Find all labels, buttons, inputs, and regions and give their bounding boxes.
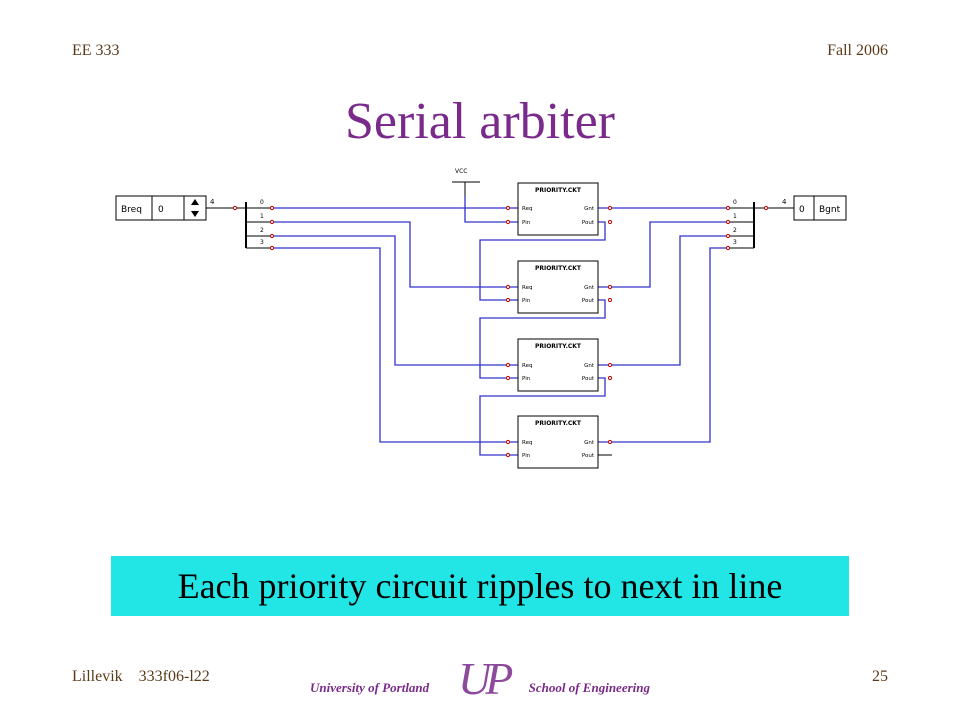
svg-text:PRIORITY.CKT: PRIORITY.CKT — [535, 343, 582, 350]
breq-input: Breq 0 — [115, 195, 207, 221]
svg-text:0: 0 — [260, 199, 264, 206]
svg-text:Pin: Pin — [522, 220, 531, 226]
arrow-down-icon — [191, 211, 199, 217]
svg-text:2: 2 — [733, 227, 737, 234]
page-number: 25 — [872, 668, 888, 685]
svg-text:Gnt: Gnt — [584, 206, 595, 212]
svg-text:1: 1 — [733, 213, 737, 220]
bgnt-label: Bgnt — [819, 205, 841, 215]
svg-text:3: 3 — [733, 239, 737, 246]
university-name: University of Portland — [310, 680, 430, 695]
priority-block-1: PRIORITY.CKT Req Pin Gnt Pout — [517, 182, 599, 236]
svg-text:PRIORITY.CKT: PRIORITY.CKT — [535, 420, 582, 427]
svg-text:PRIORITY.CKT: PRIORITY.CKT — [535, 265, 582, 272]
term: Fall 2006 — [827, 42, 888, 59]
arbiter-schematic: Breq 0 4 0 1 2 3 0 Bgnt 4 0 1 2 3 — [115, 168, 847, 469]
svg-text:Pout: Pout — [582, 453, 595, 459]
svg-text:Pin: Pin — [522, 376, 531, 382]
school-name: School of Engineering — [528, 680, 650, 695]
wiring — [270, 196, 730, 456]
pin-dots — [232, 205, 769, 458]
svg-text:PRIORITY.CKT: PRIORITY.CKT — [535, 187, 582, 194]
university-logo: University of Portland UP School of Engi… — [310, 650, 660, 710]
svg-text:Gnt: Gnt — [584, 285, 595, 291]
breq-bit-labels: 0 1 2 3 — [260, 199, 264, 246]
priority-block-4: PRIORITY.CKT Req Pin Gnt Pout — [517, 415, 599, 469]
svg-text:Pout: Pout — [582, 376, 595, 382]
svg-text:Pin: Pin — [522, 298, 531, 304]
priority-block-3: PRIORITY.CKT Req Pin Gnt Pout — [517, 338, 599, 392]
svg-text:Gnt: Gnt — [584, 440, 595, 446]
svg-text:2: 2 — [260, 227, 264, 234]
breq-bus-width: 4 — [210, 198, 215, 206]
callout-note: Each priority circuit ripples to next in… — [111, 556, 849, 616]
arrow-up-icon — [191, 199, 199, 205]
doc-id: 333f06-l22 — [138, 668, 210, 685]
vcc-symbol: VCC — [452, 168, 480, 196]
svg-text:Req: Req — [522, 363, 532, 369]
svg-text:VCC: VCC — [455, 168, 467, 175]
bgnt-output: 0 Bgnt — [793, 195, 847, 221]
course-code: EE 333 — [72, 42, 120, 59]
author-name: Lillevik — [72, 668, 123, 685]
svg-text:3: 3 — [260, 239, 264, 246]
svg-text:Req: Req — [522, 206, 532, 212]
svg-text:Pout: Pout — [582, 220, 595, 226]
footer-author: Lillevik 333f06-l22 — [72, 668, 210, 686]
bgnt-bit-labels: 0 1 2 3 — [733, 199, 737, 246]
priority-block-2: PRIORITY.CKT Req Pin Gnt Pout — [517, 260, 599, 314]
svg-text:Pout: Pout — [582, 298, 595, 304]
svg-text:Req: Req — [522, 440, 532, 446]
breq-label: Breq — [121, 205, 142, 215]
breq-value: 0 — [158, 205, 164, 215]
bgnt-bus-width: 4 — [782, 198, 787, 206]
svg-text:1: 1 — [260, 213, 264, 220]
svg-text:Req: Req — [522, 285, 532, 291]
up-logo-icon: UP — [458, 653, 513, 704]
svg-text:Gnt: Gnt — [584, 363, 595, 369]
slide-title: Serial arbiter — [345, 93, 615, 150]
svg-text:0: 0 — [733, 199, 737, 206]
bgnt-value: 0 — [799, 205, 805, 215]
svg-text:Pin: Pin — [522, 453, 531, 459]
